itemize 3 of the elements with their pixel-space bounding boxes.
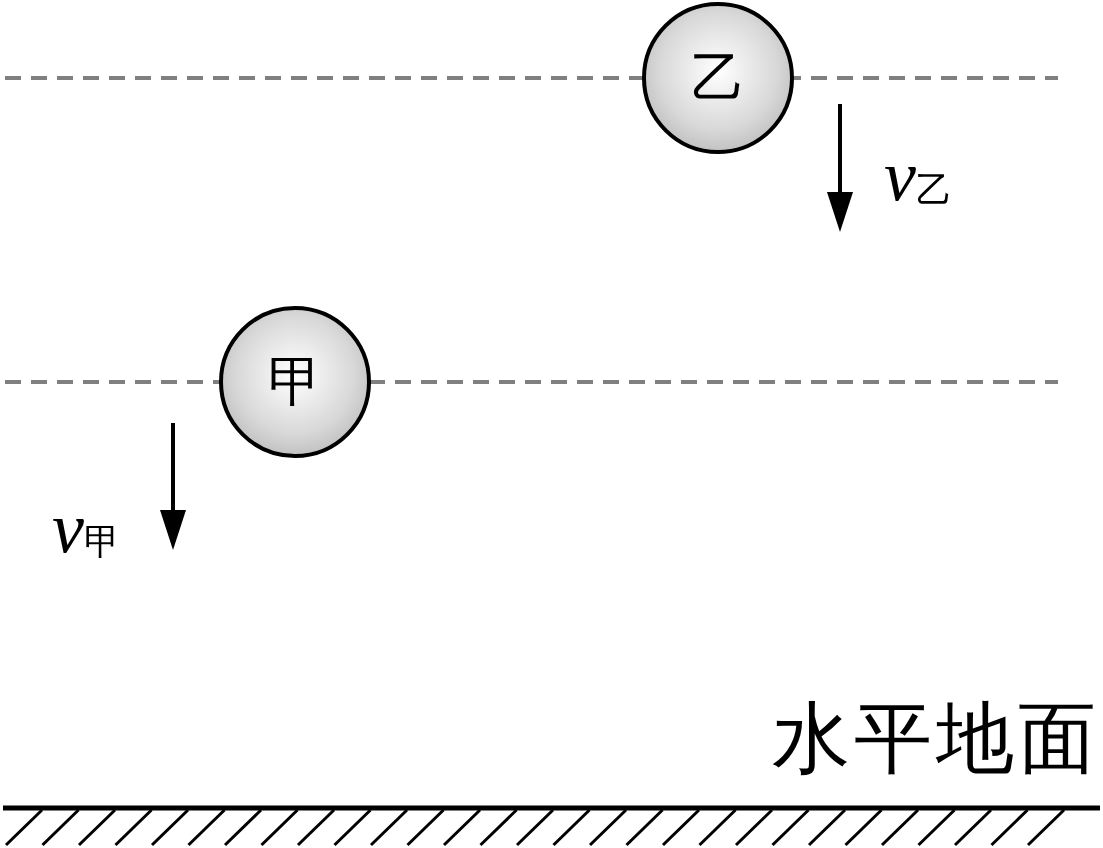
ground-label: 水平地面 (772, 700, 1100, 778)
ball-label: 甲 (268, 355, 322, 409)
ball-label: 乙 (691, 51, 745, 105)
